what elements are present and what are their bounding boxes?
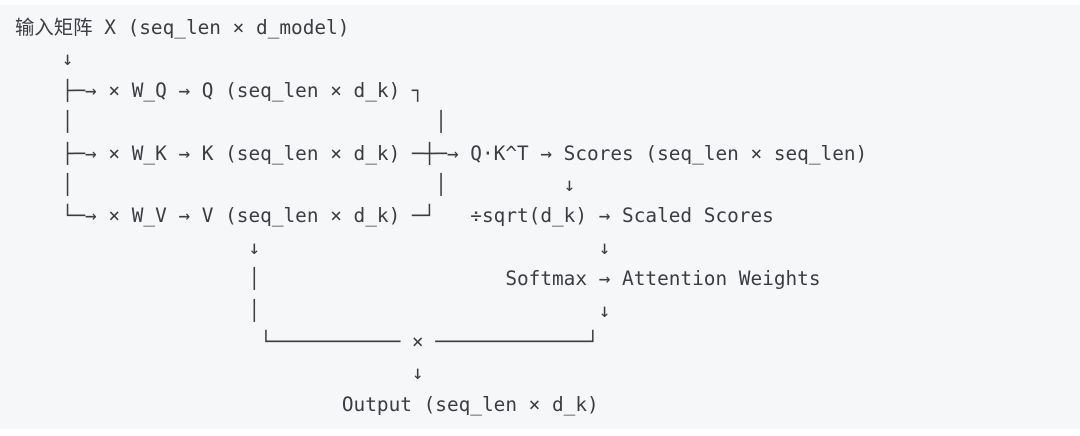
diagram-line-multiply-join: └─────────── × ─────────────┘	[15, 329, 599, 353]
attention-flow-ascii-diagram: 输入矩阵 X (seq_len × d_model) ↓ ├─→ × W_Q →…	[15, 12, 1080, 420]
diagram-line-value-projection-scaling: └─→ × W_V → V (seq_len × d_k) ─┘ ÷sqrt(d…	[15, 204, 774, 228]
diagram-line-connector: │ │	[15, 110, 447, 134]
diagram-line-arrow-down: ↓	[15, 47, 74, 71]
code-block: 输入矩阵 X (seq_len × d_model) ↓ ├─→ × W_Q →…	[0, 5, 1080, 429]
diagram-line-connector-arrow: │ │ ↓	[15, 172, 576, 196]
diagram-line-query-projection: ├─→ × W_Q → Q (seq_len × d_k) ┐	[15, 78, 424, 102]
diagram-line-key-projection-scores: ├─→ × W_K → K (seq_len × d_k) ─┼─→ Q·K^T…	[15, 141, 868, 165]
diagram-line-output: Output (seq_len × d_k)	[15, 392, 599, 416]
diagram-line-arrow-down-2: ↓	[15, 361, 424, 385]
diagram-line-connector-arrow-2: │ ↓	[15, 298, 611, 322]
diagram-line-softmax: │ Softmax → Attention Weights	[15, 267, 821, 291]
diagram-line-input-matrix: 输入矩阵 X (seq_len × d_model)	[15, 16, 350, 39]
diagram-line-arrows-down: ↓ ↓	[15, 235, 611, 259]
